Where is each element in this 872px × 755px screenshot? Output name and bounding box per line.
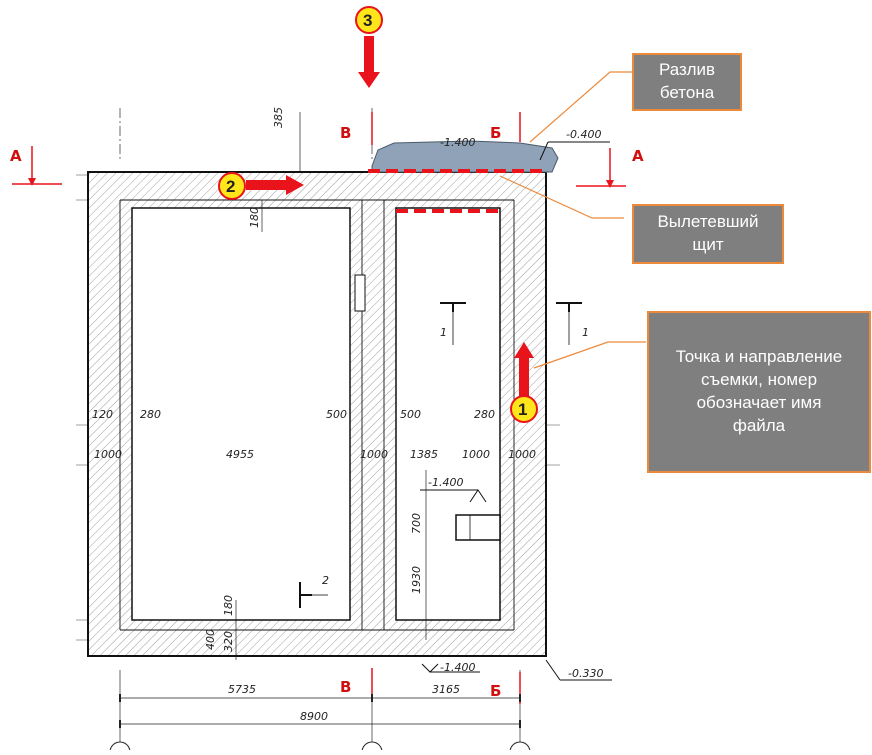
dim-1000-right-b: 1000 <box>508 448 536 461</box>
section-lines <box>12 112 626 704</box>
dim-8900: 8900 <box>300 710 328 723</box>
section-b-top-label: Б <box>490 124 501 142</box>
shot-marker-2: 2 <box>218 172 304 200</box>
blown-panel-lines <box>368 169 542 213</box>
building-walls <box>87 171 547 657</box>
dim-500-right: 500 <box>400 408 421 421</box>
level-top-right: -0.400 <box>566 128 601 141</box>
cut-arrows <box>312 312 570 596</box>
dim-280-left: 280 <box>140 408 161 421</box>
cut-marks <box>299 302 582 608</box>
shot-marker-1: 1 <box>510 342 538 423</box>
dim-1000-left: 1000 <box>94 448 122 461</box>
dim-180-bottom: 180 <box>222 595 235 616</box>
callout-shot-point: Точка и направление съемки, номер обозна… <box>647 311 871 473</box>
dimension-lines <box>120 112 520 725</box>
cut-2-label: 2 <box>322 574 329 587</box>
dim-1000-mid: 1000 <box>360 448 388 461</box>
section-arrowheads <box>28 178 614 188</box>
cut-1-left-label: 1 <box>440 326 447 339</box>
marker-2-number: 2 <box>226 177 235 196</box>
section-b-bottom-label: Б <box>490 682 501 700</box>
dim-1000-right-a: 1000 <box>462 448 490 461</box>
dim-4955: 4955 <box>226 448 254 461</box>
level-top-spill: -1.400 <box>440 136 475 149</box>
cut-1-right-label: 1 <box>582 326 589 339</box>
callout-leaders <box>499 71 646 369</box>
dimension-ticks <box>119 694 521 728</box>
marker-1-number: 1 <box>518 400 527 419</box>
callout-blown-panel: Вылетевший щит <box>632 204 784 264</box>
dim-3165: 3165 <box>432 683 460 696</box>
dim-280-right: 280 <box>474 408 495 421</box>
dim-320-bottom: 320 <box>222 631 235 652</box>
dim-700: 700 <box>410 513 423 534</box>
dim-500-left: 500 <box>326 408 347 421</box>
dim-400-bottom: 400 <box>204 629 217 650</box>
dim-1385: 1385 <box>410 448 438 461</box>
shot-marker-3: 3 <box>355 6 383 88</box>
axis-bubbles <box>109 741 531 755</box>
level-bottom: -1.400 <box>440 661 475 674</box>
marker-3-number: 3 <box>363 11 372 30</box>
callout-concrete-spill: Разлив бетона <box>632 53 742 111</box>
dim-5735: 5735 <box>228 683 256 696</box>
section-v-top-label: В <box>340 124 351 142</box>
dim-1930: 1930 <box>410 566 423 594</box>
section-a-left-label: А <box>10 147 22 165</box>
dim-385: 385 <box>272 107 285 128</box>
level-bottom-right: -0.330 <box>568 667 603 680</box>
level-marks <box>420 141 612 681</box>
dim-180-top: 180 <box>248 207 261 228</box>
section-a-right-label: А <box>632 147 644 165</box>
section-v-bottom-label: В <box>340 678 351 696</box>
level-pit: -1.400 <box>428 476 463 489</box>
dim-120: 120 <box>92 408 113 421</box>
